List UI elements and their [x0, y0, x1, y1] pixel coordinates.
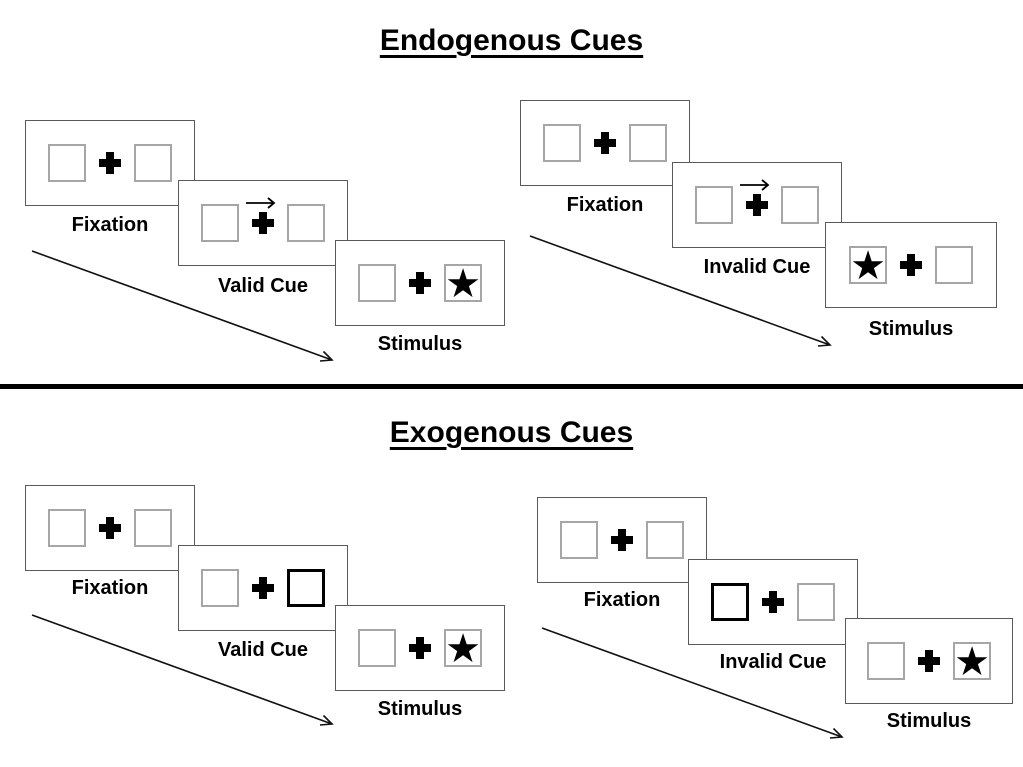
left-box: [358, 264, 396, 302]
left-box: [201, 569, 239, 607]
right-box-star: ★: [444, 261, 482, 307]
timeline-arrow: [31, 250, 334, 362]
star-icon: ★: [954, 639, 990, 685]
step-label: Fixation: [566, 194, 644, 216]
endo-valid-stimulus-panel: ★: [335, 240, 505, 326]
right-box: [781, 186, 819, 224]
fixation-cross-icon: [611, 529, 633, 551]
section-title-endogenous: Endogenous Cues: [379, 24, 644, 57]
left-box: [48, 144, 86, 182]
right-box: [287, 204, 325, 242]
step-label: Valid Cue: [217, 275, 309, 297]
right-box: [646, 521, 684, 559]
star-icon: ★: [850, 243, 886, 289]
left-box-cue-bold: [711, 583, 749, 621]
arrow-right-icon: [740, 179, 770, 191]
step-label: Valid Cue: [217, 639, 309, 661]
left-box: [695, 186, 733, 224]
right-box: [629, 124, 667, 162]
right-box-cue-bold: [287, 569, 325, 607]
timeline-arrow: [31, 614, 334, 726]
star-icon: ★: [445, 261, 481, 307]
exo-invalid-stimulus-panel: ★: [845, 618, 1013, 704]
step-label: Fixation: [71, 577, 149, 599]
left-box: [48, 509, 86, 547]
fixation-cross-icon: [409, 637, 431, 659]
right-box: [134, 144, 172, 182]
exo-valid-stimulus-panel: ★: [335, 605, 505, 691]
endo-invalid-stimulus-panel: ★: [825, 222, 997, 308]
exo-valid-fixation-panel: [25, 485, 195, 571]
left-box: [358, 629, 396, 667]
fixation-cross-icon: [99, 517, 121, 539]
left-box: [867, 642, 905, 680]
step-label: Stimulus: [868, 318, 954, 340]
step-label: Stimulus: [377, 333, 463, 355]
right-box: [797, 583, 835, 621]
fixation-cross-icon: [252, 212, 274, 234]
left-box: [543, 124, 581, 162]
fixation-cross-icon: [409, 272, 431, 294]
fixation-cross-icon: [99, 152, 121, 174]
section-divider: [0, 384, 1023, 389]
endo-valid-fixation-panel: [25, 120, 195, 206]
step-label: Invalid Cue: [719, 651, 827, 673]
step-label: Stimulus: [377, 698, 463, 720]
right-box-star: ★: [444, 626, 482, 672]
exo-invalid-fixation-panel: [537, 497, 707, 583]
star-icon: ★: [445, 626, 481, 672]
right-box: [935, 246, 973, 284]
exo-valid-cue-panel: [178, 545, 348, 631]
endo-invalid-cue-panel: [672, 162, 842, 248]
fixation-cross-icon: [594, 132, 616, 154]
exo-invalid-cue-panel: [688, 559, 858, 645]
step-label: Fixation: [71, 214, 149, 236]
fixation-cross-icon: [252, 577, 274, 599]
timeline-arrow: [529, 235, 832, 347]
timeline-arrow: [541, 627, 844, 739]
step-label: Fixation: [583, 589, 661, 611]
endo-invalid-fixation-panel: [520, 100, 690, 186]
right-box: [134, 509, 172, 547]
fixation-cross-icon: [900, 254, 922, 276]
right-box-star: ★: [953, 639, 991, 685]
left-box: [201, 204, 239, 242]
fixation-cross-icon: [746, 194, 768, 216]
section-title-exogenous: Exogenous Cues: [389, 416, 634, 449]
step-label: Stimulus: [886, 710, 972, 732]
left-box: [560, 521, 598, 559]
endo-valid-cue-panel: [178, 180, 348, 266]
fixation-cross-icon: [762, 591, 784, 613]
fixation-cross-icon: [918, 650, 940, 672]
arrow-right-icon: [246, 197, 276, 209]
step-label: Invalid Cue: [703, 256, 811, 278]
left-box-star: ★: [849, 243, 887, 289]
